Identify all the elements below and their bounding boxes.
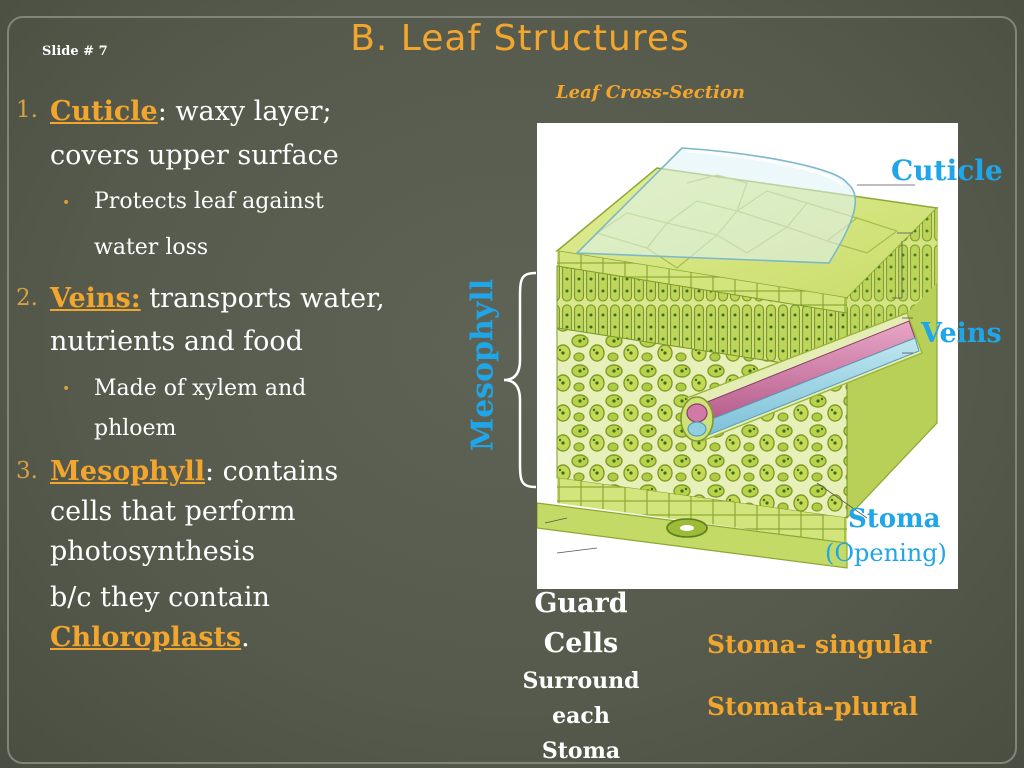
slide-number: Slide # 7 — [42, 44, 108, 59]
item-3-suffix: . — [241, 622, 250, 653]
item-1-number: 1. — [16, 97, 38, 123]
item-3-line-2: cells that perform — [50, 496, 296, 527]
item-3-line-4: b/c they contain — [50, 582, 270, 613]
item-3-line-1: Mesophyll: contains — [50, 452, 338, 492]
mesophyll-brace — [503, 271, 537, 489]
label-veins: Veins — [921, 318, 1002, 349]
item-3-line-3: photosynthesis — [50, 536, 256, 567]
label-opening: (Opening) — [825, 539, 947, 567]
slide-title: B. Leaf Structures — [350, 18, 690, 59]
term-mesophyll: Mesophyll — [50, 456, 205, 487]
note-plural: Stomata-plural — [707, 692, 919, 721]
guard-line-3: Surround — [522, 668, 640, 694]
guard-line-4: each — [552, 703, 610, 729]
item-3-number: 3. — [16, 458, 38, 484]
label-cuticle: Cuticle — [891, 154, 1003, 187]
figure-caption: Leaf Cross-Section — [556, 82, 745, 103]
item-1-line-1: Cuticle: waxy layer; — [50, 92, 332, 132]
item-2-text: transports water, — [140, 283, 385, 314]
guard-line-2: Cells — [543, 628, 619, 659]
item-1-bullet-line-1: Protects leaf against — [94, 189, 324, 214]
item-2-number: 2. — [16, 285, 38, 311]
item-1-bullet-line-2: water loss — [94, 235, 209, 260]
item-2-bullet-line-2: phloem — [94, 416, 177, 441]
item-3-line-5: Chloroplasts. — [50, 618, 250, 658]
bullet-dot: • — [62, 195, 71, 211]
item-2-line-2: nutrients and food — [50, 326, 303, 357]
item-2-bullet-line-1: Made of xylem and — [94, 376, 307, 401]
note-singular: Stoma- singular — [707, 630, 932, 659]
guard-line-5: Stoma — [541, 738, 621, 764]
item-1-line-2: covers upper surface — [50, 140, 339, 171]
term-veins: Veins: — [50, 283, 141, 314]
bullet-dot: • — [62, 381, 71, 397]
guard-cells-note: Guard Cells Surround each Stoma — [506, 584, 656, 768]
item-1-text: : waxy layer; — [157, 96, 332, 127]
leaf-cross-section-illustration — [537, 123, 958, 589]
item-2-line-1: Veins: transports water, — [50, 279, 385, 319]
guard-line-1: Guard — [534, 588, 628, 619]
label-stoma: Stoma — [848, 504, 941, 534]
term-chloroplasts: Chloroplasts — [50, 622, 242, 653]
label-mesophyll: Mesophyll — [465, 278, 501, 452]
item-3-text: : contains — [205, 456, 339, 487]
term-cuticle: Cuticle — [50, 96, 158, 127]
